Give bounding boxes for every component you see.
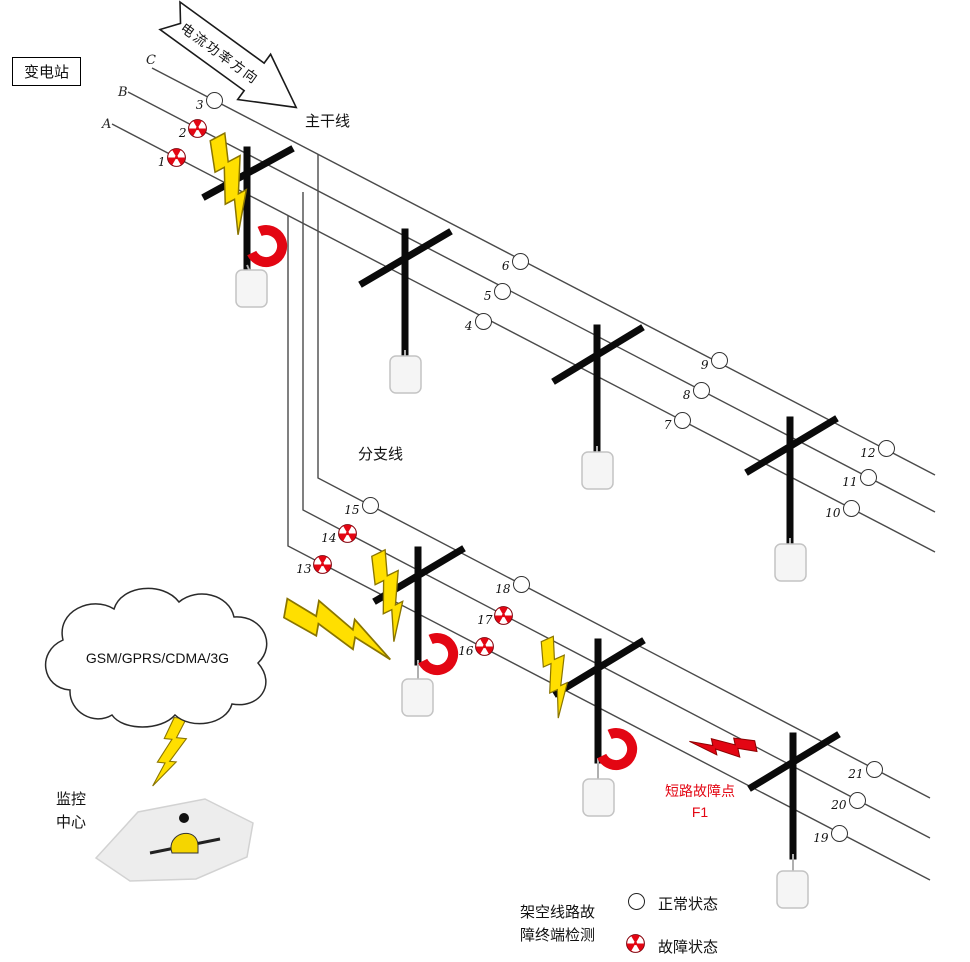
- branch-conductor-2: [302, 192, 931, 839]
- poles: [201, 145, 841, 860]
- bolt-cloud-to-pole-icon: [279, 594, 400, 661]
- operator-body-icon: [170, 833, 199, 854]
- short-circuit-bolt-icon: [688, 727, 758, 768]
- terminal-box-branch-3: [776, 870, 809, 909]
- crossarm-main-3: [551, 324, 645, 385]
- branch-conductors: [287, 154, 931, 881]
- terminal-boxes: [235, 264, 809, 909]
- bolt-cloud-to-center-icon: [152, 715, 189, 790]
- detector-arc-branch-2: [597, 728, 638, 770]
- crossarm-main-1: [201, 145, 295, 201]
- conductor-c: [151, 67, 936, 476]
- terminal-box-branch-1: [401, 678, 434, 717]
- crossarm-branch-3: [747, 731, 841, 792]
- branch-conductor-1: [317, 154, 931, 799]
- terminal-box-main-2: [389, 355, 422, 394]
- cloud-shape: [44, 587, 268, 728]
- crossarm-branch-2: [552, 637, 646, 698]
- detector-arc-branch-1: [418, 633, 459, 675]
- branch-conductor-3: [287, 216, 931, 881]
- terminal-box-main-3: [581, 451, 614, 490]
- main-conductors: [111, 67, 936, 553]
- terminal-box-main-1: [235, 269, 268, 308]
- monitoring-center-illustration: [94, 798, 254, 882]
- fault-detector-arcs: [247, 225, 638, 770]
- detector-arc-main-1: [247, 225, 288, 267]
- terminal-box-branch-2: [582, 778, 615, 817]
- operator-head-icon: [179, 813, 189, 823]
- crossarm-main-2: [358, 228, 453, 288]
- terminal-box-main-4: [774, 543, 807, 582]
- direction-arrow-shape: [158, 0, 298, 109]
- crossarm-main-4: [744, 415, 839, 476]
